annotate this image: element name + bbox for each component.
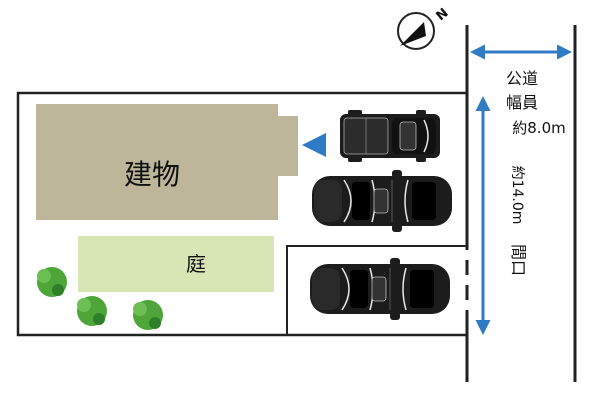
compass-needle-icon: [397, 12, 435, 50]
car-top-view-icon: [311, 169, 453, 233]
shrub-icon: [77, 296, 107, 326]
compass-north-letter: N: [434, 6, 452, 24]
road-label-line3: 約8.0m: [512, 119, 565, 137]
parking-bay-boundary: [286, 245, 467, 335]
building-shape: [36, 104, 298, 220]
car-top-view-icon: [339, 109, 441, 163]
frontage-length-label: 約14.0m: [509, 166, 525, 225]
triangle-arrow-icon: [302, 133, 326, 157]
garden-label: 庭: [186, 252, 206, 276]
road-label-line2: 幅員: [506, 93, 538, 112]
shrub-icon: [37, 267, 67, 297]
road-label-line1: 公道: [506, 69, 538, 88]
garden-area: [78, 236, 274, 292]
shrub-icon: [133, 300, 163, 330]
frontage-main-label: 間口: [509, 244, 528, 276]
building-label: 建物: [124, 158, 180, 191]
car-top-view-icon: [309, 257, 451, 321]
